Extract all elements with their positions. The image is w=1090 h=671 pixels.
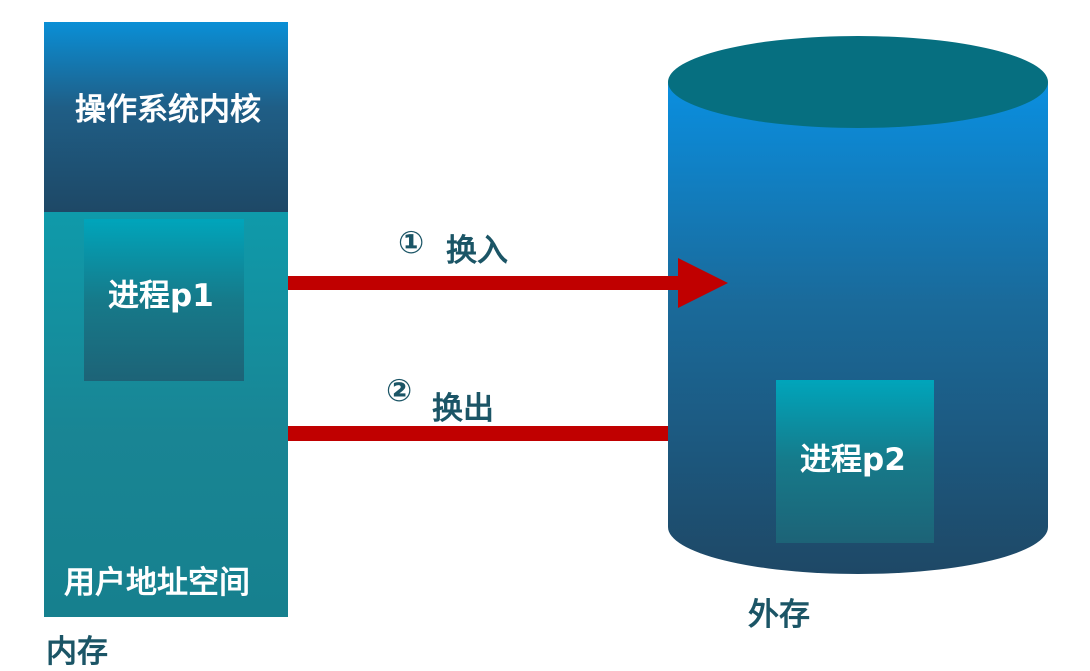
process-p2-label: 进程p2: [800, 442, 906, 478]
swap-out-number: ②: [386, 373, 413, 409]
swap-in-label: 换入: [446, 233, 508, 269]
cylinder-top: [668, 36, 1048, 128]
process-p1-box: [84, 219, 244, 381]
memory-caption: 内存: [46, 634, 108, 670]
swap-out-label: 换出: [432, 391, 494, 427]
process-p2-box: [776, 380, 934, 543]
process-p1-label: 进程p1: [108, 278, 214, 314]
external-storage-cylinder: [668, 36, 1048, 574]
user-space-label: 用户地址空间: [64, 565, 250, 601]
external-storage-caption: 外存: [748, 597, 810, 633]
kernel-label: 操作系统内核: [75, 92, 261, 128]
swap-in-number: ①: [398, 225, 425, 261]
swap-in-arrow: [243, 258, 728, 308]
kernel-region: [44, 22, 288, 212]
cylinder-body: [668, 82, 1048, 574]
